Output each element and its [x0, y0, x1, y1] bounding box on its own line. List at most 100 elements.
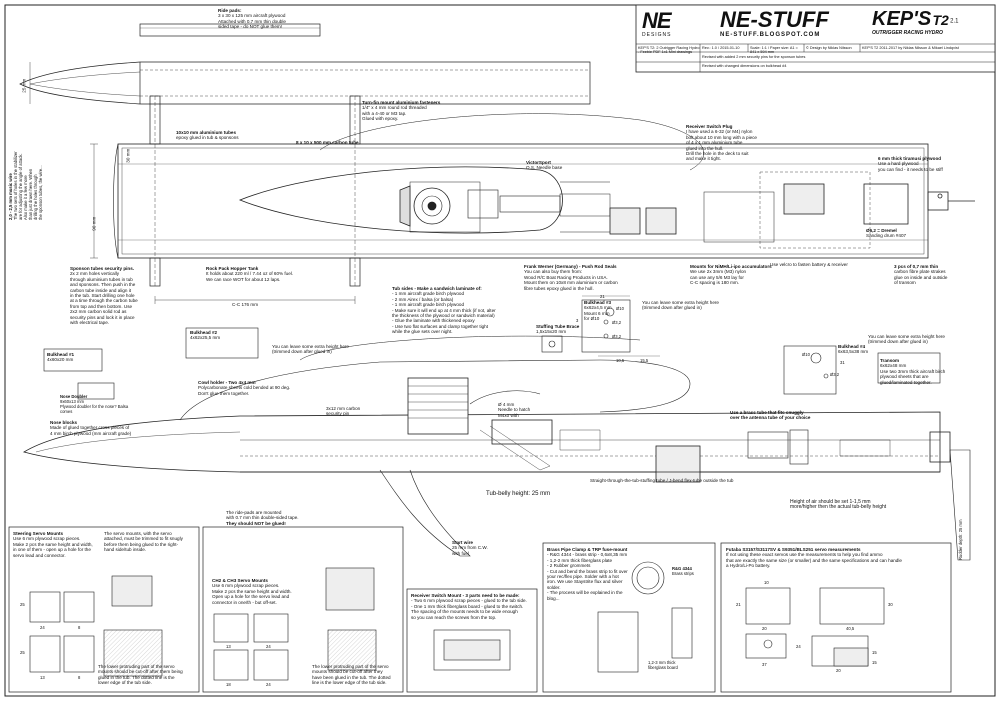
dimension-cc	[29, 62, 356, 304]
note-rock-pack: Rock Pack Hopper Tank It holds about 220…	[206, 266, 294, 282]
brass-clamp-drawing	[597, 561, 693, 673]
receiver-mount-drawing	[433, 629, 511, 671]
dim-90: 90 mm	[91, 216, 97, 231]
note-rudder-depth: Rudder depth: 25 mm	[958, 519, 963, 560]
note-victorsport: VictorSport O.S. Needle base	[526, 160, 563, 171]
note-security-pin: 3x12 mm carbon security pin	[326, 406, 361, 417]
dim-fu-37: 37	[762, 662, 767, 667]
note-carbon-tube: 8 x 10 x 500 mm carbon tube	[296, 140, 359, 145]
dim-fu-20b: 20	[836, 668, 841, 673]
panel-steering-bottom: The lower protruding part of the servo m…	[98, 664, 183, 686]
note-height-air: Height of air should be set 1-1,5 mm mor…	[790, 499, 887, 511]
panel-steering-right: The servo mounts, with the servo attache…	[104, 531, 183, 553]
note-stuffing-box: Stuffing Tube Brace 1,5x15x20 mm	[536, 324, 580, 335]
note-extra-height-3: You can leave some extra height here (tr…	[868, 334, 945, 345]
dim-fu-15b: 15	[872, 660, 877, 665]
brand-ne-logo: NE DESIGNS	[642, 9, 712, 38]
dim-b3-o32a: Ø3,2	[612, 320, 622, 325]
note-frank-werner: Frank Werner (Germany) - Push Rod Seals …	[524, 264, 618, 291]
dim-st-25b: 25	[20, 650, 25, 655]
title-block	[635, 4, 996, 73]
dim-fu-24: 24	[796, 644, 801, 649]
panel-ch2-text: CH2 & CH3 Servo Mounts Use 6 mm plywood …	[212, 578, 292, 605]
tub-top-view	[113, 113, 975, 259]
brand-main: NE-STUFF NE-STUFF.BLOGSPOT.COM	[720, 8, 870, 39]
dim-ch-24b: 24	[266, 682, 271, 687]
note-bulkhead3: Bulkhead #3 6x62x4,5 mm Mount 6 mm for Ø…	[584, 300, 612, 322]
title-row-1-cell-1: KEP'S T2: 2 Outrigger Racing Hydro - Fee…	[638, 46, 700, 55]
title-row-1-cell-3: Scale: 1:1 / Paper size: A1 = 841 x 594 …	[750, 46, 798, 55]
brand-left-sub: DESIGNS	[642, 32, 672, 38]
note-side-wire: 2,0 - 2,5 mm music wire The two sets of …	[8, 151, 43, 220]
note-straight-through: Straight-through-the-tub-stuffing tube /…	[590, 478, 734, 483]
note-alu-tubes: 10x10 mm aluminium tubes epoxy glued in …	[176, 130, 239, 141]
note-receiver-plug: Receiver Switch Plug I have used a 6-32 …	[686, 124, 757, 162]
brand-left: NE	[642, 8, 672, 33]
title-row-1-cell-5: KEP'S T2 2011-2017 by Niklas Nilsson & M…	[862, 46, 959, 50]
note-start-wire: Start wire 25 mm from C.W. with fuel	[452, 540, 488, 556]
note-bulkhead2: Bulkhead #2 4x62x25,5 mm	[190, 330, 221, 341]
note-transom: Transom 6x62x48 mm Use two 3mm thick air…	[880, 358, 946, 385]
dim-ch-18: 18	[226, 682, 231, 687]
note-dremel: Ø6,2 = Dremel Sanding drum #407	[866, 228, 907, 239]
ch2-servo-drawings	[213, 567, 377, 681]
brand-kep: KEP'S T2 2.1 OUTRIGGER RACING HYDRO	[872, 8, 992, 36]
note-tiramusi-plywood: 6 mm thick tiramusi plywood Use a hard p…	[878, 156, 943, 172]
dim-b3-o32b: Ø3,2	[612, 334, 622, 339]
rev-note-1: Revised with added 2 mm security pins fo…	[702, 55, 806, 59]
brand-main-text: NE-STUFF	[720, 7, 829, 32]
dim-b3-3: 3	[576, 318, 579, 323]
futaba-servo-drawings	[745, 587, 885, 667]
note-sponson-pins: Sponson tubes security pins. 2x 2 mm hol…	[70, 266, 138, 326]
top-sponson	[19, 23, 591, 105]
dim-b4-31: 31	[840, 360, 845, 365]
bottom-frames	[8, 526, 952, 693]
note-bulkhead4: Bulkhead #4 6x63,5x38 mm	[838, 344, 869, 355]
note-tub-belly: Tub-belly height: 25 mm	[486, 491, 551, 497]
note-extra-height-2: You can leave some extra height here (tr…	[272, 344, 349, 355]
dim-fu-405: 40,5	[846, 626, 855, 631]
note-nose-doubler: Nose Doubler 9x60x13 mm Plywood doubler …	[60, 394, 129, 414]
title-row-1-cell-2: Rev.: 1.0 / 2015-01-10	[702, 46, 740, 50]
dim-st-8b: 8	[78, 675, 81, 680]
brass-part-label: R&G 4344 Brass strips	[672, 566, 694, 576]
brand-right-sup: 2.1	[950, 18, 959, 25]
bulkhead-details	[43, 295, 941, 400]
side-view-hull	[23, 335, 971, 561]
brand-right-sub: OUTRIGGER RACING HYDRO	[872, 30, 943, 36]
note-nose-blocks: Nose blocks Made of glued together cross…	[50, 420, 132, 436]
dim-cc: C-C 176 mm	[232, 302, 259, 307]
panel-steering-text: Steering Servo Mounts Use 6 mm plywood s…	[13, 531, 93, 558]
steering-servo-drawings	[29, 575, 163, 677]
note-tub-sides: Tub sides - Make a sandwich laminate of:…	[392, 286, 496, 335]
dim-b4-o10: Ø10	[802, 352, 810, 357]
brand-url: NE-STUFF.BLOGSPOT.COM	[720, 32, 821, 38]
panel-futaba-text: Futaba S3157/S3117SV & S9351/BLS251 serv…	[726, 547, 902, 569]
note-extra-height-1: You can leave some extra height here (tr…	[642, 300, 719, 311]
panel-receiver-text: Receiver Switch Mount - 3 parts need to …	[411, 593, 527, 620]
dim-b3-105: 10,5	[616, 358, 625, 363]
dim-fu-21: 21	[736, 602, 741, 607]
brand-right: KEP'S	[872, 8, 932, 30]
note-ride-pads-2: The ride-pads are mounted with 0.7 mm th…	[226, 510, 299, 526]
dim-b3-21: 21	[600, 294, 605, 299]
dim-ch-24a: 24	[266, 644, 271, 649]
dim-st-24: 24	[40, 625, 45, 630]
dim-b4-o32: Ø3,2	[830, 372, 840, 377]
note-ride-pads: Ride pads: 3 x 30 x 125 mm aircraft plyw…	[218, 8, 286, 30]
dim-st-25a: 25	[20, 602, 25, 607]
dim-fu-10: 10	[764, 580, 769, 585]
dim-b3-155: 15,5	[640, 358, 649, 363]
sponson-posts-top	[149, 95, 361, 287]
dim-fu-30: 30	[888, 602, 893, 607]
note-bulkhead1: Bulkhead #1 4x60x20 mm	[47, 352, 75, 363]
brass-fiber-label: 1,2-3 mm thick fiberglass board	[648, 660, 678, 670]
dim-st-13: 13	[40, 675, 45, 680]
note-turn-fin: Turn-fin mount aluminium fasteners 1/4" …	[362, 100, 441, 122]
note-brass-tube: Use a brass tube that fits snuggly over …	[730, 410, 811, 421]
dim-30: 30 mm	[125, 148, 131, 163]
dim-fu-20a: 20	[762, 626, 767, 631]
note-dim-4: Ø 4 mm Needle to hatch M4x0 with	[498, 402, 531, 418]
